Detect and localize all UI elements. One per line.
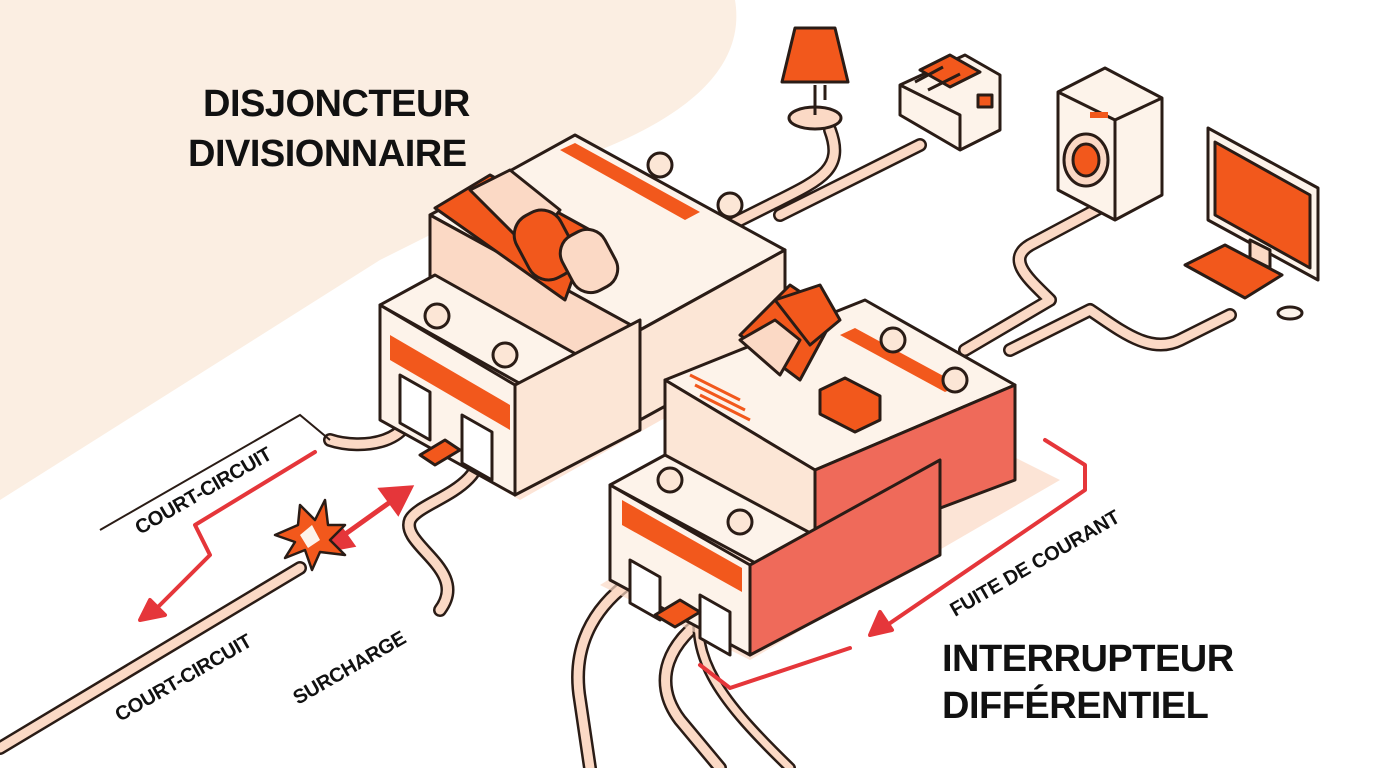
mcb-title-line1: DISJONCTEUR <box>203 83 470 125</box>
spark-icon <box>273 498 347 572</box>
lamp-icon <box>780 26 850 131</box>
overload-label: SURCHARGE <box>290 627 410 709</box>
rcd-title-line2: DIFFÉRENTIEL <box>942 683 1209 727</box>
background-wedge <box>0 0 737 500</box>
rcd-breaker <box>600 283 1060 660</box>
leakage-arrow <box>698 438 1087 690</box>
overload-arrow <box>319 485 415 554</box>
rcd-title-line1: INTERRUPTEUR <box>942 638 1234 680</box>
label-leader-lines <box>99 413 331 531</box>
toaster-icon <box>898 53 1002 152</box>
washing-machine-icon <box>1056 66 1164 222</box>
short-circuit-arrow <box>138 450 317 622</box>
computer-icon <box>1183 126 1320 321</box>
mcb-breaker <box>378 133 820 500</box>
mcb-title-line2: DIVISIONNAIRE <box>188 133 467 175</box>
